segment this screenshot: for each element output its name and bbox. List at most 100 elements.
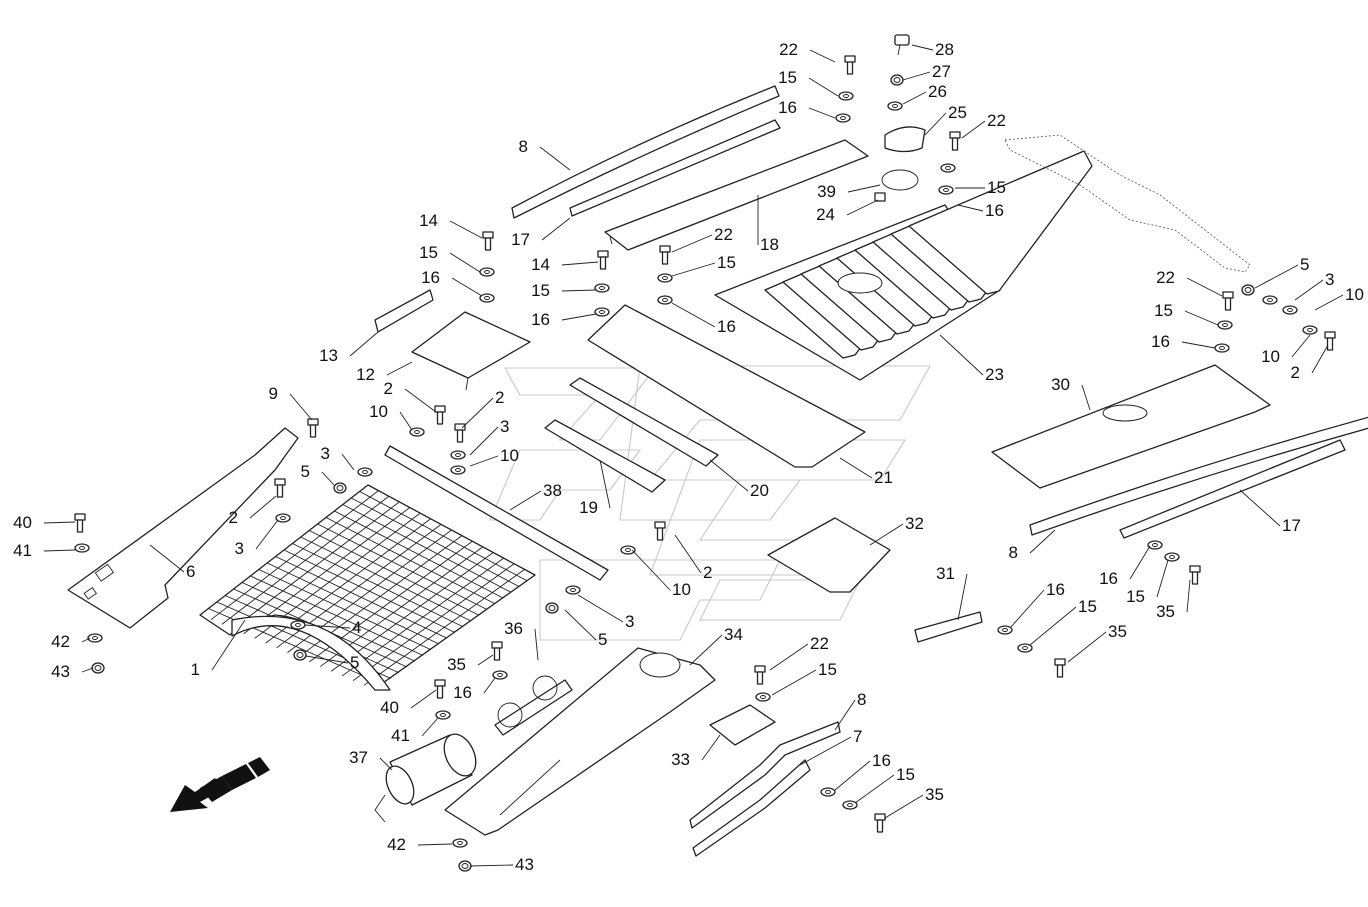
callout-label: 22 — [987, 111, 1006, 130]
callout-label: 32 — [905, 514, 924, 533]
leader-line — [149, 544, 185, 573]
callout-label: 20 — [750, 481, 769, 500]
leader-line — [1029, 606, 1077, 646]
leader-line — [43, 549, 76, 552]
leader-line — [449, 220, 483, 239]
leader-line — [1029, 529, 1056, 554]
callout-label: 22 — [779, 40, 798, 59]
callout-label: 15 — [717, 253, 736, 272]
leader-line — [477, 654, 494, 666]
callout-label: 16 — [1046, 580, 1065, 599]
leader-line — [1311, 344, 1329, 374]
callout-label: 16 — [453, 683, 472, 702]
callout-label: 15 — [818, 660, 837, 679]
callout-label: 3 — [321, 444, 330, 463]
leader-line — [961, 120, 986, 139]
callout-label: 37 — [349, 748, 368, 767]
leader-line — [924, 112, 947, 136]
callout-label: 17 — [1282, 516, 1301, 535]
callout-label: 19 — [579, 498, 598, 517]
leader-line — [541, 217, 571, 241]
leader-line — [469, 426, 499, 456]
callout-label: 41 — [391, 726, 410, 745]
leader-line — [1239, 489, 1281, 527]
callout-label: 38 — [543, 481, 562, 500]
callout-label: 17 — [511, 230, 530, 249]
leader-line — [561, 261, 599, 266]
leader-line — [43, 521, 76, 524]
callout-label: 14 — [419, 211, 438, 230]
fitting-24 — [874, 192, 886, 202]
bracket-32 — [767, 517, 891, 593]
leader-line — [1184, 310, 1219, 326]
plate-18 — [604, 139, 869, 251]
louvre-panel-23 — [714, 150, 1093, 381]
leader-line — [1314, 294, 1344, 311]
callout-label: 36 — [504, 619, 523, 638]
leader-line — [689, 634, 723, 666]
leader-line — [957, 573, 968, 621]
callout-label: 35 — [925, 785, 944, 804]
callout-label: 2 — [229, 508, 238, 527]
leader-line — [577, 594, 624, 623]
leader-line — [1186, 277, 1223, 297]
callout-label: 30 — [1051, 375, 1070, 394]
leader-line — [249, 495, 277, 519]
leader-line — [808, 77, 839, 97]
leader-line — [809, 49, 836, 63]
clamp-36 — [494, 675, 573, 736]
leader-line — [451, 277, 483, 297]
cover-plate-30 — [991, 364, 1271, 489]
leader-line — [509, 490, 542, 511]
callout-label: 5 — [598, 630, 607, 649]
leader-line — [939, 334, 984, 376]
callout-label: 35 — [447, 655, 466, 674]
callout-label: 14 — [531, 255, 550, 274]
callout-label: 15 — [531, 281, 550, 300]
callout-label: 16 — [1099, 569, 1118, 588]
callout-label: 34 — [724, 625, 743, 644]
leader-line — [539, 146, 571, 171]
callout-label: 22 — [1156, 268, 1175, 287]
leader-line — [671, 302, 716, 328]
leader-line — [304, 624, 351, 629]
callout-label: 16 — [778, 98, 797, 117]
leader-line — [81, 637, 91, 643]
callout-label: 5 — [301, 462, 310, 481]
leader-line — [834, 760, 871, 791]
vent-28 — [894, 34, 910, 56]
leader-line — [847, 184, 881, 193]
callout-label: 2 — [1291, 363, 1300, 382]
callout-label: 35 — [1156, 602, 1175, 621]
leader-line — [1156, 559, 1169, 598]
leader-line — [211, 619, 246, 671]
callout-label: 16 — [1151, 332, 1170, 351]
leader-line — [1186, 579, 1191, 613]
leader-line — [1081, 384, 1091, 411]
leader-line — [417, 843, 453, 846]
leader-line — [599, 459, 611, 509]
leader-line — [469, 864, 514, 867]
callout-label: 10 — [1261, 347, 1280, 366]
leader-line — [305, 655, 349, 664]
callout-label: 40 — [380, 698, 399, 717]
rod-38 — [384, 445, 609, 581]
leader-line — [846, 199, 879, 216]
callout-label: 3 — [625, 612, 634, 631]
callout-label: 16 — [985, 201, 1004, 220]
leader-line — [808, 107, 836, 119]
leader-line — [561, 289, 597, 292]
leader-line — [884, 794, 924, 819]
leader-line — [769, 643, 809, 671]
callout-label: 15 — [1126, 587, 1145, 606]
leader-line — [564, 609, 597, 641]
leader-line — [1009, 589, 1045, 629]
leader-line — [534, 628, 539, 661]
crossbeam-20 — [569, 377, 719, 467]
leader-line — [561, 313, 597, 321]
callout-label: 33 — [671, 750, 690, 769]
callout-label: 8 — [857, 690, 866, 709]
cover-25 — [884, 126, 926, 153]
callout-label: 26 — [928, 82, 947, 101]
